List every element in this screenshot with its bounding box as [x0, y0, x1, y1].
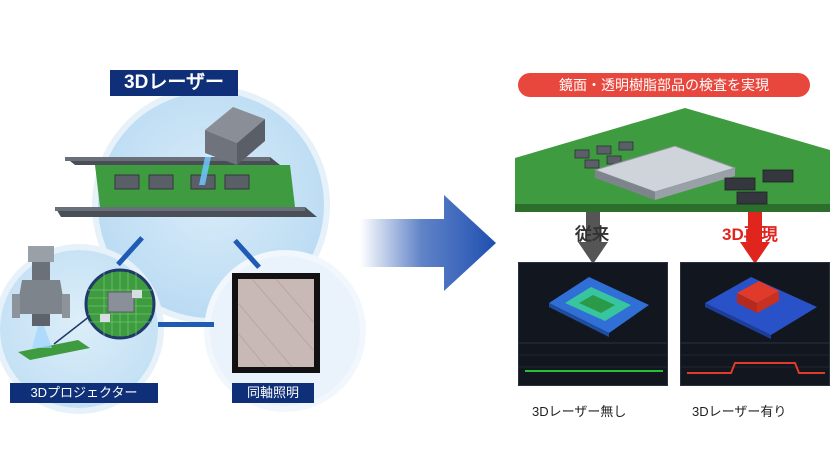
zoom-circle: [84, 268, 156, 340]
banner: 鏡面・透明樹脂部品の検査を実現: [518, 73, 810, 97]
projector-label: 3Dプロジェクター: [10, 383, 158, 403]
arrow-down-red-icon: [740, 212, 770, 264]
laser-beam: [199, 157, 211, 185]
arrow-down-gray-icon: [578, 212, 608, 264]
coaxial-image: [232, 273, 320, 373]
pcb-illustration: [515, 108, 830, 212]
laser-scene-illustration: [55, 107, 317, 217]
laser-head-icon: [205, 107, 265, 165]
screen-with-laser: [680, 262, 830, 386]
reproduce-label: 3D再現: [722, 225, 778, 244]
profile-line-step: [687, 362, 825, 374]
arrow-right-icon: [360, 195, 496, 291]
mirror-chip: [593, 145, 737, 200]
projector-illustration: [12, 246, 156, 360]
caption-with-laser: 3Dレーザー有り: [692, 404, 787, 419]
laser-label: 3Dレーザー: [110, 70, 238, 96]
conventional-label: 従来: [575, 225, 609, 244]
caption-without-laser: 3Dレーザー無し: [532, 404, 627, 419]
screen-without-laser: [518, 262, 668, 386]
connector-bottom: [158, 322, 214, 327]
projector-head-icon: [12, 246, 70, 326]
coaxial-label: 同軸照明: [232, 383, 314, 403]
